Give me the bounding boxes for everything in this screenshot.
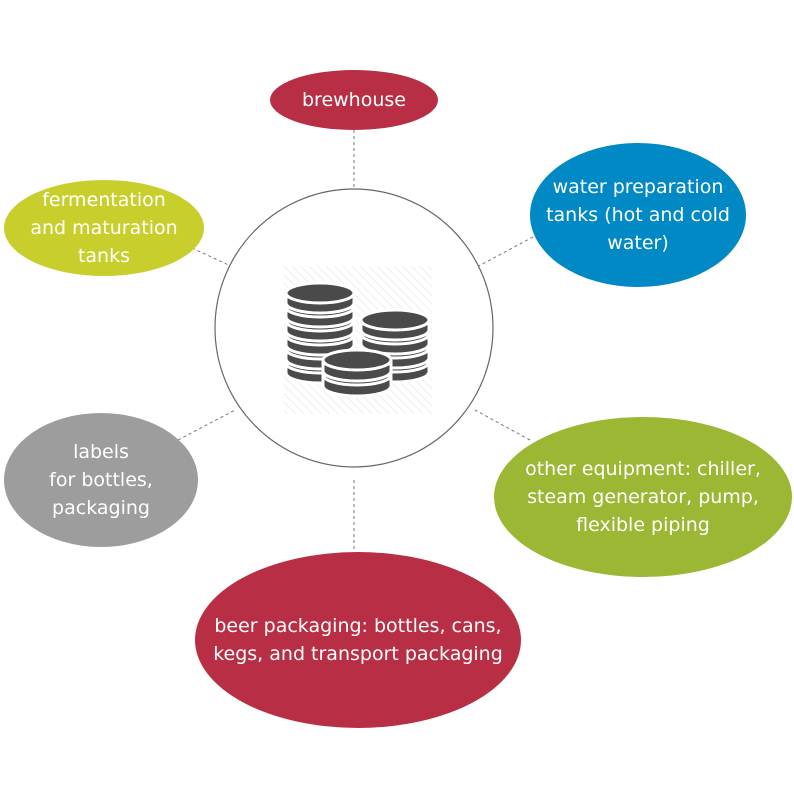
- node-line: other equipment: chiller,: [525, 458, 761, 480]
- coin-top: [284, 281, 356, 305]
- coin-top: [321, 348, 393, 372]
- node-line: fermentation: [42, 189, 166, 211]
- node-text: fermentation and maturation tanks: [30, 186, 177, 270]
- node-other: other equipment: chiller, steam generator…: [494, 417, 792, 577]
- node-text: brewhouse: [302, 86, 406, 114]
- node-line: water): [607, 232, 669, 254]
- node-brewhouse: brewhouse: [270, 70, 438, 130]
- node-line: beer packaging: bottles, cans,: [214, 615, 502, 637]
- node-line: kegs, and transport packaging: [213, 643, 503, 665]
- node-line: and maturation: [30, 217, 178, 239]
- node-line: tanks: [77, 245, 131, 267]
- node-fermentation: fermentation and maturation tanks: [4, 180, 204, 276]
- node-text: beer packaging: bottles, cans, kegs, and …: [213, 612, 503, 668]
- connector-other: [474, 409, 531, 441]
- connector-water: [474, 236, 534, 269]
- node-line: water preparation: [552, 176, 724, 198]
- node-line: brewhouse: [302, 89, 406, 111]
- connector-fermentation: [191, 247, 236, 269]
- connectors: [177, 130, 534, 552]
- node-line: steam generator, pump,: [527, 486, 759, 508]
- node-line: flexible piping: [576, 514, 710, 536]
- node-beer-packaging: beer packaging: bottles, cans, kegs, and …: [195, 552, 521, 728]
- coins-stack-icon: [284, 281, 431, 398]
- node-text: labels for bottles, packaging: [49, 438, 153, 522]
- node-line: tanks (hot and cold: [546, 204, 730, 226]
- coin-top: [359, 308, 431, 332]
- node-text: water preparation tanks (hot and cold wate…: [546, 173, 730, 257]
- node-line: for bottles,: [49, 469, 153, 491]
- node-water: water preparation tanks (hot and cold wate…: [530, 143, 746, 287]
- node-text: other equipment: chiller, steam generator…: [525, 455, 761, 539]
- connector-labels: [177, 409, 236, 441]
- node-line: labels: [73, 441, 129, 463]
- node-labels: labels for bottles, packaging: [4, 413, 198, 547]
- node-line: packaging: [52, 497, 150, 519]
